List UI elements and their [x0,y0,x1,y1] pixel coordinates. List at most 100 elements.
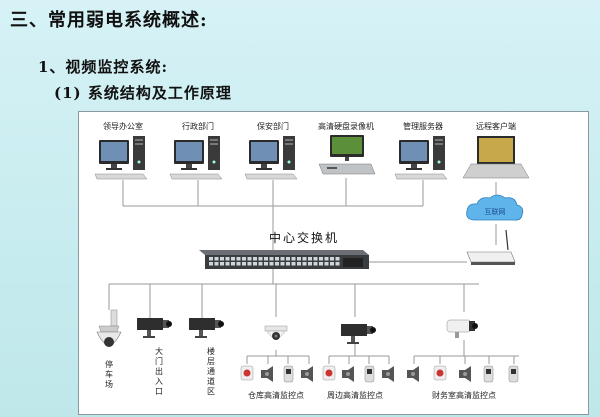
switch-port [225,262,230,266]
system-diagram: 领导办公室 行政部门 保安部门 高清硬盘录像机 管理服务器 远程客户端 [78,111,589,415]
switch-port [275,257,279,261]
internet-label: 互联网 [485,207,506,216]
switch-port [291,257,296,261]
box-camera-icon [341,324,376,344]
switch-port [313,262,318,266]
sensor-icon [483,365,494,383]
switch-port [253,257,257,261]
switch-port [220,257,224,261]
box-camera-icon [137,318,172,338]
label-char: 大 [155,346,163,356]
subsection-title: 1、视频监控系统: [38,58,168,76]
sensor-icon [508,365,519,383]
device-security-department: 保安部门 [244,121,298,180]
switch-port [319,262,323,266]
section-title: 三、常用弱电系统概述: [10,10,208,31]
switch-port [220,262,224,266]
switch-port [291,262,296,266]
switch-port [209,257,213,261]
switch-port [330,257,334,261]
speaker-icon [301,366,313,382]
switch-port [269,262,274,266]
perimeter-label: 周边高清监控点 [327,390,383,400]
switch-port [335,257,340,261]
sensor-icon [283,365,294,383]
internet-cloud-icon: 互联网 [466,194,524,221]
switch-port [335,262,340,266]
switch-port [225,257,230,261]
router-icon [466,229,516,265]
switch-port [231,262,235,266]
desktop-pc-icon [394,135,448,180]
device-admin-department: 行政部门 [169,121,223,180]
alarm-knob-icon [322,365,336,381]
finance-label: 财务室高清监控点 [432,390,496,400]
switch-port [214,262,219,266]
device-label: 高清硬盘录像机 [318,121,374,131]
switch-port [236,257,241,261]
switch-port [319,257,323,261]
switch-port [308,257,312,261]
corridor-label: 楼 层 通 道 区 [207,346,215,396]
switch-port [324,262,329,266]
switch-port [286,262,290,266]
device-management-server: 管理服务器 [394,121,448,180]
desktop-pc-icon [169,135,223,180]
desktop-pc-icon [94,135,148,180]
top-bus-wiring [122,178,497,250]
speaker-icon [459,366,471,382]
device-label: 管理服务器 [403,121,443,131]
desktop-pc-icon [244,135,298,180]
switch-port [324,257,329,261]
switch-port [236,262,241,266]
switch-port [247,262,252,266]
gate-label: 大 门 出 入 口 [155,346,163,396]
label-char: 门 [155,356,163,366]
switch-port [247,257,252,261]
label-char: 区 [207,387,215,396]
bottom-bus-wiring [108,269,519,364]
switch-port [264,262,268,266]
label-char: 出 [155,366,163,376]
speaker-icon [382,366,394,382]
label-char: 车 [105,369,113,379]
switch-port [308,262,312,266]
speed-dome-camera-icon [96,309,122,347]
label-char: 口 [155,387,163,396]
core-switch-icon [199,250,467,269]
laptop-icon [462,136,530,179]
device-label: 保安部门 [257,121,289,131]
alarm-knob-icon [433,365,447,381]
device-leader-office: 领导办公室 [94,121,148,180]
switch-port [275,262,279,266]
switch-port [242,262,246,266]
sub-subsection-title: (1) 系统结构及工作原理 [54,84,232,102]
device-label: 领导办公室 [103,121,143,131]
alarm-knob-icon [240,365,254,381]
switch-port [280,262,285,266]
switch-port [302,262,307,266]
switch-port [258,257,263,261]
switch-port [269,257,274,261]
switch-port [280,257,285,261]
speaker-icon [407,366,419,382]
switch-port [253,262,257,266]
switch-port [313,257,318,261]
bullet-camera-icon [446,319,479,339]
switch-port [209,262,213,266]
switch-port [242,257,246,261]
sensor-icon [364,365,375,383]
label-char: 层 [207,357,215,366]
speaker-icon [342,366,354,382]
switch-port [297,257,301,261]
switch-port [264,257,268,261]
parking-label: 停 车 场 [105,359,113,389]
label-char: 停 [105,359,113,369]
switch-port [214,257,219,261]
switch-port [302,257,307,261]
device-label: 行政部门 [182,121,214,131]
diagram-canvas: 领导办公室 行政部门 保安部门 高清硬盘录像机 管理服务器 远程客户端 [94,121,530,400]
speaker-icon [261,366,273,382]
label-char: 场 [105,380,113,389]
switch-port [330,262,334,266]
